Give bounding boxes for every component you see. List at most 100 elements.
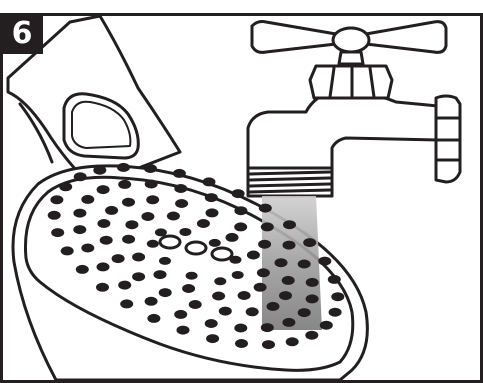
nozzle [331,292,344,301]
nozzle [283,220,296,229]
nozzle [118,180,131,189]
nozzle [214,277,226,285]
nozzle [50,195,63,204]
center-nozzle [160,236,180,248]
nozzle [282,276,295,285]
nozzle [234,222,247,231]
nozzle [197,219,210,228]
center-nozzle [186,242,206,254]
nozzle [206,208,219,217]
nozzle [209,239,221,247]
nozzle [320,321,333,330]
nozzle [159,288,172,297]
nozzle [235,339,248,348]
step-number-badge: 6 [1,14,43,54]
nozzle [286,337,299,346]
nozzle [279,291,292,300]
nozzle [262,340,275,349]
nozzle [212,292,225,301]
nozzle [145,297,158,306]
nozzle [261,222,274,231]
nozzle [259,204,272,213]
nozzle [298,260,311,269]
nozzle [247,251,260,260]
nozzle [238,291,251,300]
nozzle [73,209,86,218]
faucet-stem [339,52,363,64]
nozzle [175,199,188,208]
nozzle [141,212,154,221]
nozzle [112,254,125,263]
nozzle [267,302,280,311]
nozzle [179,228,191,236]
nozzle [261,323,274,332]
nozzle [132,253,145,262]
nozzle [147,314,160,323]
nozzle [144,164,157,173]
nozzle [122,198,135,207]
nozzle [306,294,319,303]
nozzle [203,177,216,186]
faucet [248,22,460,197]
nozzle [283,241,296,250]
nozzle [328,275,341,284]
nozzle [306,278,319,287]
nozzle [232,271,244,279]
nozzle [117,163,130,172]
nozzle [167,212,180,221]
nozzle [81,195,94,204]
nozzle [97,219,110,228]
nozzle [186,272,198,280]
nozzle [96,283,109,292]
nozzle [147,240,159,248]
nozzle [206,334,219,343]
faucet-spout-threads [248,168,332,196]
nozzle [173,169,186,178]
nozzle [258,240,271,249]
nozzle [73,225,86,234]
nozzle [205,193,218,202]
nozzle [226,233,239,242]
center-nozzle [212,248,232,260]
nozzle [189,300,202,309]
nozzle [59,182,72,191]
nozzle [305,331,318,340]
nozzle [154,270,167,279]
nozzle [246,307,259,316]
nozzle [81,244,94,253]
nozzle [100,236,113,245]
nozzle [118,281,131,290]
nozzle [132,272,145,281]
nozzle [61,246,74,255]
nozzle [105,206,118,215]
nozzle [234,206,247,215]
nozzle [232,189,245,198]
nozzle [275,258,288,267]
nozzle [146,195,159,204]
nozzle [177,326,190,335]
nozzle [145,180,158,189]
nozzle [159,257,171,265]
nozzle [125,220,138,229]
nozzle [174,310,187,319]
nozzle [122,235,135,244]
nozzle [254,283,267,292]
nozzle [303,238,316,247]
nozzle [97,185,110,194]
nozzle [97,262,110,271]
nozzle [257,268,270,277]
nozzle [120,299,133,308]
nozzle [93,166,106,175]
nozzle [48,211,61,220]
nozzle [51,228,64,237]
nozzle [234,324,247,333]
nozzle [329,308,342,317]
nozzle [182,284,195,293]
nozzle [205,319,218,328]
nozzle [174,184,187,193]
nozzle [282,318,295,327]
nozzle [76,265,89,274]
faucet-body [248,98,438,168]
